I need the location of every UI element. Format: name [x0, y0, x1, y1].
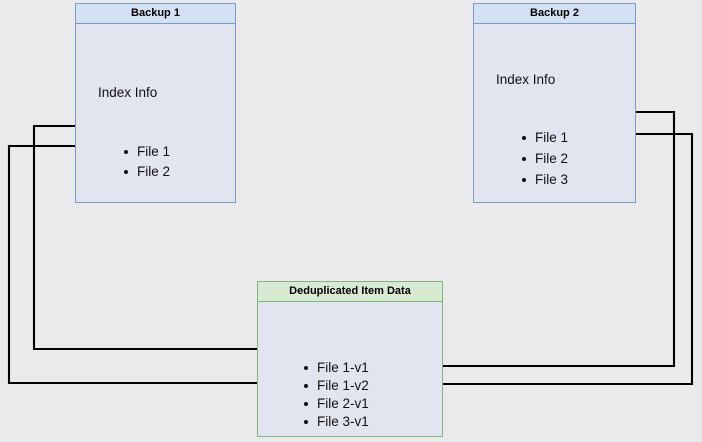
node-deduplicated-item-data-body: File 1-v1 File 1-v2 File 2-v1 File 3-v1 — [258, 302, 442, 436]
list-item: File 3-v1 — [304, 413, 369, 431]
node-backup-1-header: Backup 1 — [76, 4, 235, 24]
list-item: File 1-v1 — [304, 359, 369, 377]
node-backup-2-body: Index Info File 1 File 2 File 3 — [474, 24, 635, 202]
list-item: File 2 — [124, 162, 170, 182]
list-item: File 1 — [124, 142, 170, 162]
node-backup-2-header: Backup 2 — [474, 4, 635, 24]
node-deduplicated-item-data-header: Deduplicated Item Data — [258, 282, 442, 302]
node-backup-1-section-label: Index Info — [98, 85, 158, 100]
connector-b1-file2-to-file2v1 — [7, 144, 301, 387]
list-item: File 2-v1 — [304, 395, 369, 413]
list-item: File 1 — [522, 127, 568, 148]
node-backup-2[interactable]: Backup 2 Index Info File 1 File 2 File 3 — [473, 3, 636, 203]
node-deduplicated-item-data-file-list: File 1-v1 File 1-v2 File 2-v1 File 3-v1 — [304, 359, 369, 431]
node-backup-1[interactable]: Backup 1 Index Info File 1 File 2 — [75, 3, 236, 203]
list-item: File 3 — [522, 169, 568, 190]
node-backup-1-body: Index Info File 1 File 2 — [76, 24, 235, 202]
node-backup-2-section-label: Index Info — [496, 72, 556, 87]
node-backup-1-file-list: File 1 File 2 — [124, 142, 170, 182]
list-item: File 1-v2 — [304, 377, 369, 395]
node-deduplicated-item-data[interactable]: Deduplicated Item Data File 1-v1 File 1-… — [257, 281, 443, 437]
list-item: File 2 — [522, 148, 568, 169]
connector-b2-file2-to-file2v1 — [395, 132, 694, 388]
node-backup-2-file-list: File 1 File 2 File 3 — [522, 127, 568, 190]
